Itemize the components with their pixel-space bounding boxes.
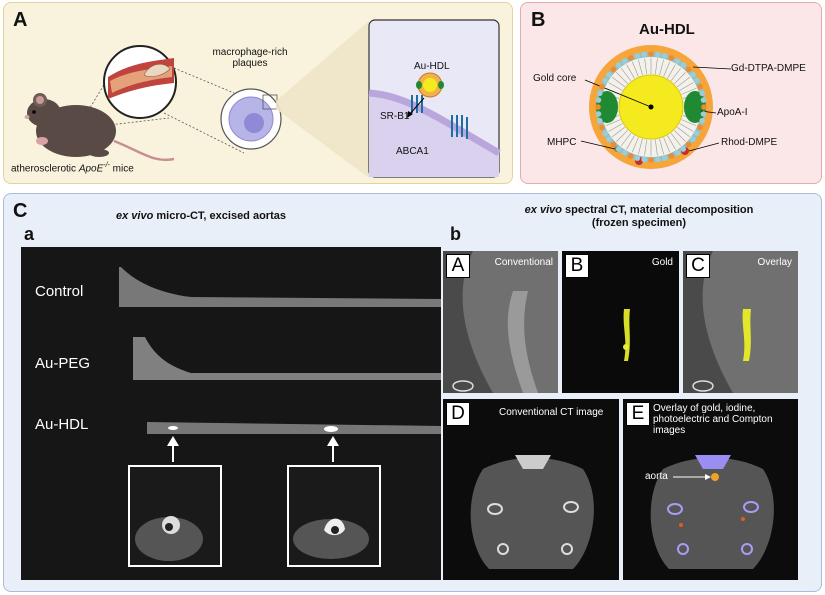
lipid-bead [641, 156, 647, 163]
plaque-label: macrophage-rich plaques [212, 47, 288, 69]
panel-a-label: A [13, 9, 28, 31]
lipid-bead [621, 58, 628, 64]
tile-e-scan [650, 455, 774, 569]
lipid-bead [595, 111, 602, 117]
tile-c-letter: C [686, 254, 710, 278]
panel-c-sub-b: b [450, 224, 461, 244]
lipid-bead [699, 90, 705, 97]
micro-ct-scans [119, 267, 441, 567]
tile-b-title: Gold [651, 257, 673, 268]
mouse-caption: atherosclerotic ApoE-/- mice [11, 162, 134, 175]
macrophage-icon [220, 88, 282, 150]
lipid-bead [648, 157, 654, 163]
tile-d-letter: D [446, 402, 470, 426]
tile-e: E Overlay of gold, iodine, photoelectric… [623, 399, 798, 580]
lipid-bead [597, 90, 603, 97]
lipid-bead [648, 51, 654, 57]
mhpc-label: MHPC [547, 137, 577, 148]
lipid-bead [694, 77, 700, 84]
lipid-bead [595, 97, 602, 103]
lipid-bead [599, 124, 605, 131]
panel-b-title: Au-HDL [639, 21, 695, 38]
lipid-bead [595, 104, 601, 110]
tile-d: D Conventional CT image [443, 399, 619, 580]
lipid-bead [655, 51, 661, 58]
lipid-bead [700, 111, 707, 117]
lipid-bead [685, 141, 692, 148]
tile-c-title: Overlay [757, 257, 792, 268]
lipid-bead [694, 130, 700, 137]
lipid-bead [700, 97, 707, 103]
lipid-bead [634, 155, 641, 161]
lipid-bead [602, 77, 608, 84]
tile-a: A Conventional [443, 251, 558, 393]
lipid-bead [690, 71, 696, 78]
panel-c-label: C [13, 200, 28, 222]
lipid-bead [615, 62, 622, 68]
lipid-bead [668, 55, 675, 61]
lipid-bead [655, 156, 661, 163]
lipid-bead [680, 62, 687, 68]
panel-c: C a ex vivo micro-CT, excised aortas Con… [3, 193, 822, 592]
tile-e-letter: E [626, 402, 650, 426]
lipid-bead [685, 66, 692, 73]
lipid-bead [674, 58, 681, 64]
mouse-icon [24, 93, 175, 162]
rhod-label: Rhod-DMPE [721, 137, 778, 148]
tile-a-letter: A [446, 254, 470, 278]
tile-b-letter: B [565, 254, 589, 278]
micro-ct-panel: Control Au-PEG Au-HDL [21, 247, 441, 580]
lipid-bead [661, 53, 668, 59]
lipid-bead [599, 83, 605, 90]
lipid-bead [641, 51, 647, 58]
lipid-bead [627, 153, 634, 159]
panel-c-sub-a: a [24, 224, 35, 244]
panel-b: B Au-HDL Gold core Gd-DTPA-DMPE ApoA-I M… [520, 2, 822, 184]
lipid-bead [615, 146, 622, 152]
row-label-aupeg: Au-PEG [35, 355, 91, 372]
tile-d-scan [470, 455, 594, 569]
lipid-bead [610, 66, 617, 73]
tile-e-title: Overlay of gold, iodine, photoelectric a… [653, 403, 773, 436]
artery-magnifier-icon [103, 45, 177, 119]
lipid-bead [661, 155, 668, 161]
row-label-control: Control [35, 283, 84, 300]
lipid-bead [602, 130, 608, 137]
lipid-bead [610, 141, 617, 148]
aorta-label: aorta [645, 471, 668, 482]
panel-a: A [3, 2, 513, 184]
apoa-label: ApoA-I [717, 107, 748, 118]
lipid-bead [634, 53, 641, 59]
row-label-auhdl: Au-HDL [35, 416, 89, 433]
lipid-bead [621, 150, 628, 156]
membrane-zoom-icon [368, 19, 501, 178]
panel-a-illustration [24, 19, 501, 178]
lipid-bead [697, 124, 703, 131]
lipid-bead [606, 71, 612, 78]
tile-c: C Overlay [683, 251, 798, 393]
lipid-bead [674, 150, 681, 156]
tile-b: B Gold [562, 251, 679, 393]
lipid-bead [697, 83, 703, 90]
auhdl-label: Au-HDL [414, 61, 450, 72]
panel-b-label: B [531, 9, 546, 31]
lipid-bead [701, 104, 707, 110]
gd-label: Gd-DTPA-DMPE [731, 63, 806, 74]
tile-a-title: Conventional [494, 257, 553, 268]
lipid-bead [690, 136, 696, 143]
lipid-bead [606, 136, 612, 143]
lipid-bead [597, 117, 603, 124]
tile-d-title: Conventional CT image [499, 407, 604, 418]
gold-core-label: Gold core [533, 73, 577, 84]
srb1-label: SR-B1 [380, 111, 410, 122]
abca1-label: ABCA1 [396, 146, 429, 157]
sub-b-title: ex vivo spectral CT, material decomposit… [524, 204, 754, 229]
sub-a-title: ex vivo micro-CT, excised aortas [116, 210, 286, 222]
lipid-bead [627, 55, 634, 61]
lipid-bead [699, 117, 705, 124]
lipid-bead [680, 146, 687, 152]
auhdl-particle-diagram [580, 45, 732, 169]
tile-a-scan [443, 251, 558, 393]
lipid-bead [668, 153, 675, 159]
